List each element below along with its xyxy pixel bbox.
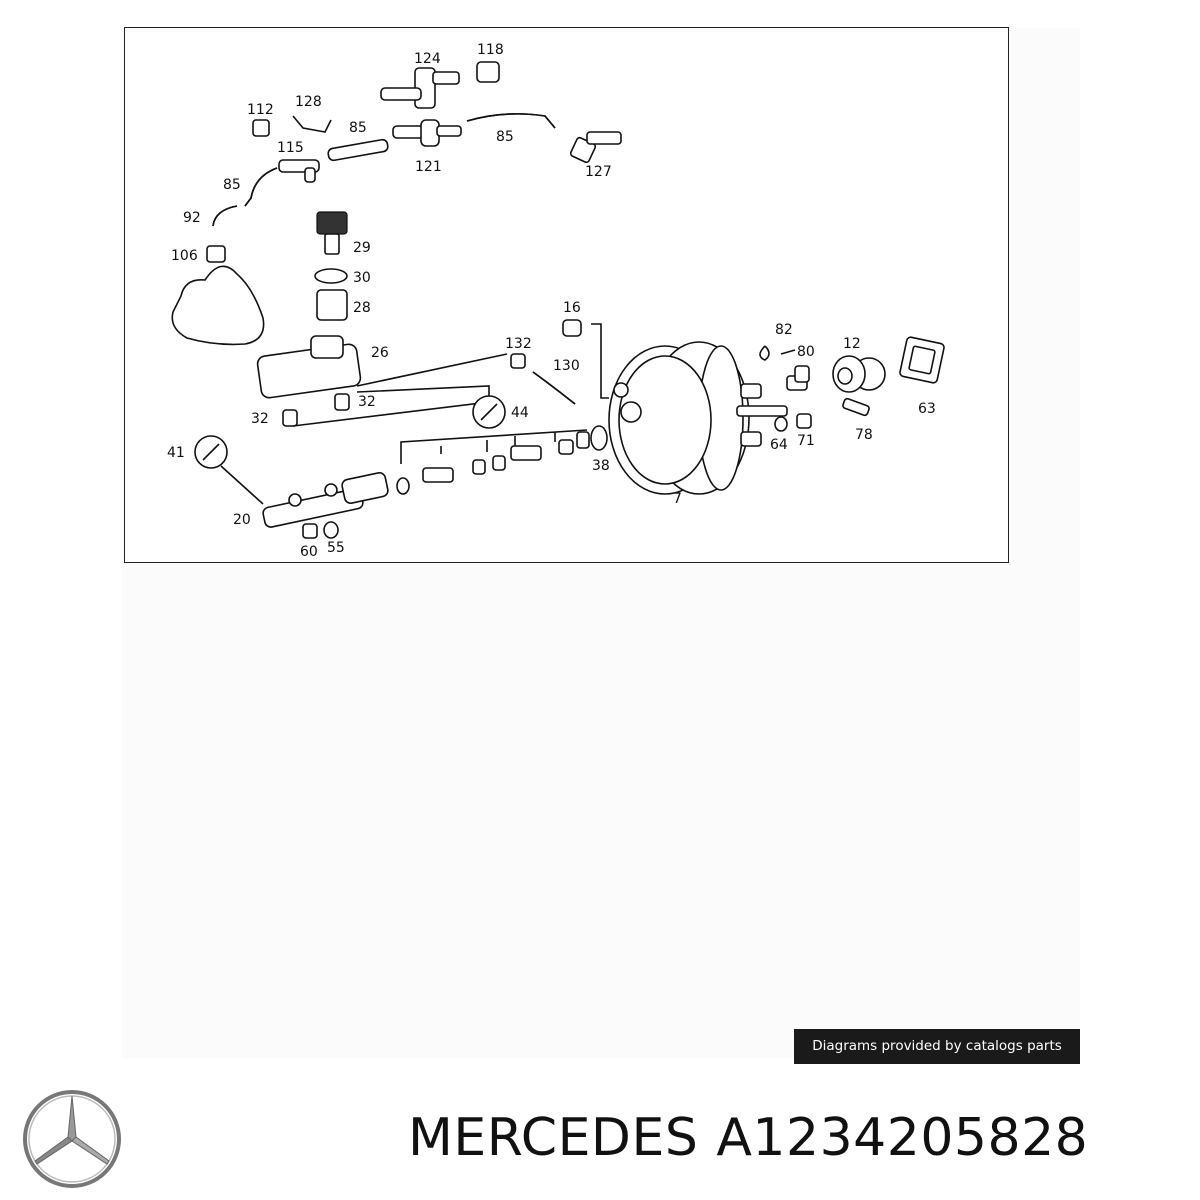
label-44: 44 — [511, 405, 529, 421]
part-124 — [380, 67, 460, 109]
label-41: 41 — [167, 445, 185, 461]
label-82: 82 — [775, 322, 793, 338]
part-85-hose-a — [327, 138, 389, 162]
part-16 — [562, 319, 582, 337]
label-7: 7 — [673, 491, 682, 507]
label-64: 64 — [770, 437, 788, 453]
label-121: 121 — [415, 159, 442, 175]
part-78 — [842, 397, 870, 417]
part-132 — [510, 353, 526, 369]
part-60 — [302, 523, 318, 539]
part-115 — [278, 159, 320, 183]
part-28 — [316, 289, 348, 321]
part-12 — [832, 355, 886, 393]
label-80: 80 — [797, 344, 815, 360]
label-28: 28 — [353, 300, 371, 316]
part-118 — [476, 61, 500, 83]
mercedes-star-logo-icon — [23, 1090, 121, 1188]
label-30: 30 — [353, 270, 371, 286]
label-12: 12 — [843, 336, 861, 352]
label-55: 55 — [327, 540, 345, 556]
part-121 — [392, 119, 462, 147]
part-112 — [252, 119, 270, 137]
part-106 — [206, 245, 226, 263]
label-78: 78 — [855, 427, 873, 443]
label-26: 26 — [371, 345, 389, 361]
part-29 — [316, 211, 348, 255]
part-number: A1234205828 — [716, 1108, 1089, 1168]
part-32-right — [334, 393, 350, 411]
part-82 — [759, 345, 770, 361]
label-16: 16 — [563, 300, 581, 316]
label-71: 71 — [797, 433, 815, 449]
part-38 — [590, 425, 608, 451]
label-118: 118 — [477, 42, 504, 58]
label-38: 38 — [592, 458, 610, 474]
label-106: 106 — [171, 248, 198, 264]
label-112: 112 — [247, 102, 274, 118]
label-60: 60 — [300, 544, 318, 560]
part-71 — [796, 413, 812, 429]
label-124: 124 — [414, 51, 441, 67]
label-128: 128 — [295, 94, 322, 110]
part-26 — [256, 335, 362, 399]
label-20: 20 — [233, 512, 251, 528]
brand-name: MERCEDES — [408, 1108, 699, 1168]
part-55 — [323, 521, 339, 539]
label-32-left: 32 — [251, 411, 269, 427]
part-7 — [608, 341, 788, 495]
label-92: 92 — [183, 210, 201, 226]
parts-diagram: 124 118 112 128 85 115 121 85 127 85 92 … — [124, 27, 1009, 563]
label-85-b: 85 — [496, 129, 514, 145]
part-80 — [786, 365, 810, 391]
diagram-drawing: 124 118 112 128 85 115 121 85 127 85 92 … — [167, 42, 945, 560]
part-128 — [292, 115, 332, 133]
label-85-a: 85 — [349, 120, 367, 136]
part-30 — [314, 268, 348, 284]
label-85-c: 85 — [223, 177, 241, 193]
part-127 — [569, 131, 622, 164]
label-127: 127 — [585, 164, 612, 180]
label-29: 29 — [353, 240, 371, 256]
label-132: 132 — [505, 336, 532, 352]
product-title: MERCEDES A1234205828 — [408, 1108, 1106, 1168]
label-63: 63 — [918, 401, 936, 417]
part-20 — [262, 472, 389, 528]
label-115: 115 — [277, 140, 304, 156]
part-64 — [774, 416, 788, 432]
label-32-right: 32 — [358, 394, 376, 410]
part-housing — [171, 265, 265, 346]
diagram-credit-badge: Diagrams provided by catalogs parts — [794, 1029, 1080, 1064]
part-32-left — [282, 409, 298, 427]
label-130: 130 — [553, 358, 580, 374]
